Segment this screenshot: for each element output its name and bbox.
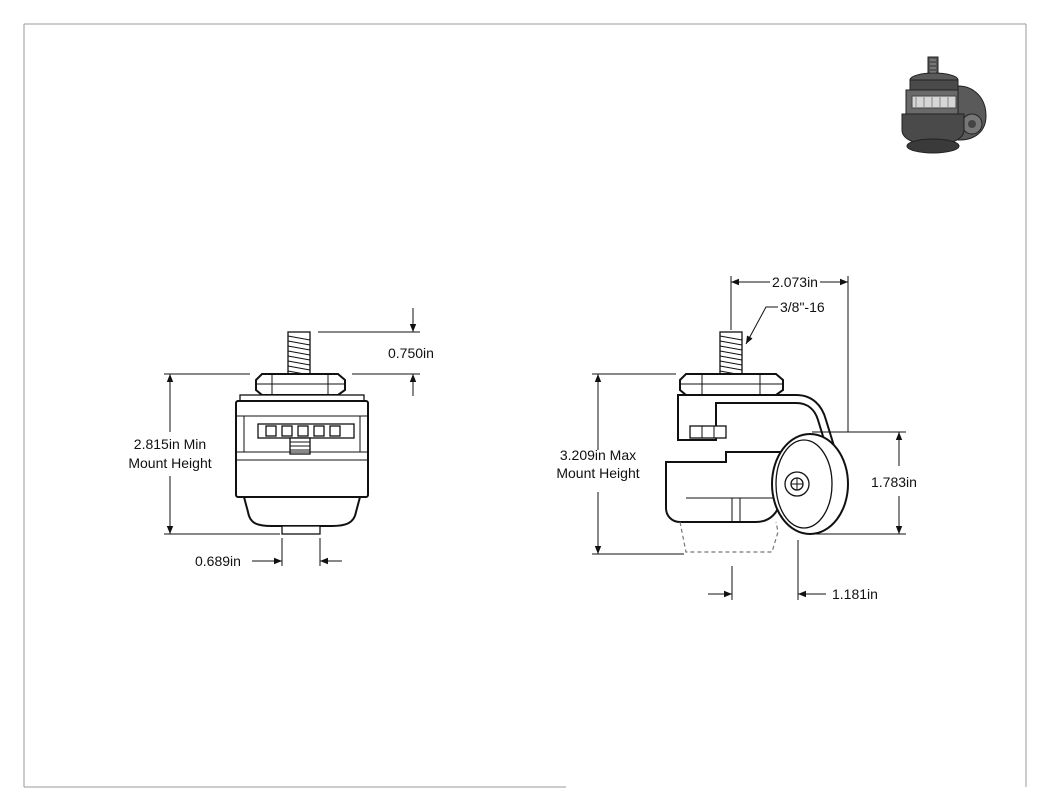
dim-max-height-line2: Mount Height <box>556 465 639 481</box>
dim-foot-width: 0.689in <box>195 553 241 569</box>
side-extended-pad <box>679 521 779 553</box>
isometric-thumbnail <box>901 56 987 154</box>
front-foot <box>281 525 321 535</box>
dim-thread-spec: 3/8"-16 <box>780 299 825 315</box>
side-dimensions <box>592 276 906 600</box>
dim-min-height-line1: 2.815in Min <box>134 436 206 452</box>
front-leveling-pad <box>242 496 362 527</box>
dim-min-height-line2: Mount Height <box>128 455 211 471</box>
side-stud <box>719 331 743 377</box>
front-dimensions <box>164 308 420 566</box>
dim-wheel-offset: 1.181in <box>832 586 878 602</box>
front-adjust-ring <box>257 423 355 455</box>
dim-max-height-line1: 3.209in Max <box>560 447 636 463</box>
front-stud <box>287 331 311 377</box>
side-lower-body <box>665 451 781 523</box>
dim-stud-length: 0.750in <box>388 345 434 361</box>
side-view <box>665 331 849 553</box>
dim-wheel-height: 1.783in <box>871 474 917 490</box>
front-view <box>235 331 369 535</box>
side-wheel <box>771 433 849 535</box>
side-bracket <box>677 394 836 447</box>
sheet-border <box>23 23 1027 788</box>
dim-overall-width: 2.073in <box>772 274 818 290</box>
side-adjust-nut <box>689 425 727 439</box>
